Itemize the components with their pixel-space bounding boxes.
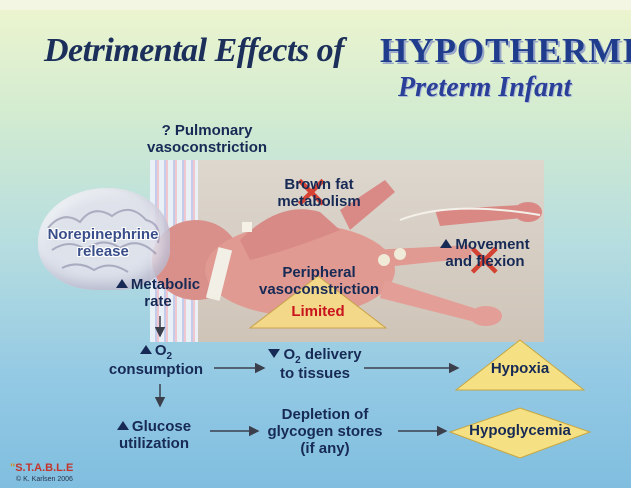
o2-subscript: 2	[167, 351, 173, 362]
o2-delivery-subscript: 2	[295, 355, 301, 366]
movement-and-flexion: Movement and flexion	[426, 236, 544, 270]
metabolic-line-1: Metabolic	[131, 276, 200, 293]
decrease-arrow-icon	[268, 349, 280, 358]
limited-label: Limited	[276, 303, 360, 320]
pulmonary-line-2: vasoconstriction	[134, 139, 280, 156]
movement-line-1: Movement	[455, 236, 529, 253]
brown-fat-line-1: Brown fat	[268, 176, 370, 193]
o2-symbol: O	[155, 342, 167, 359]
increase-arrow-icon	[117, 421, 129, 430]
movement-line-2: and flexion	[426, 253, 544, 270]
copyright-text: © K. Karlsen 2006	[16, 476, 73, 483]
increase-arrow-icon	[440, 239, 452, 248]
peripheral-line-1: Peripheral	[244, 264, 394, 281]
brown-fat-metabolism: Brown fat metabolism	[268, 176, 370, 210]
o2-delivery-suffix: delivery	[301, 346, 362, 363]
o2-consumption: O2 consumption	[94, 342, 218, 378]
depletion-line-2: glycogen stores	[250, 423, 400, 440]
norepinephrine-line-2: release	[36, 243, 170, 260]
depletion-line-3: (if any)	[250, 440, 400, 457]
hypoxia-label: Hypoxia	[470, 360, 570, 377]
depletion-of-glycogen: Depletion of glycogen stores (if any)	[250, 406, 400, 457]
peripheral-line-2: vasoconstriction	[244, 281, 394, 298]
depletion-line-1: Depletion of	[250, 406, 400, 423]
metabolic-rate: Metabolic rate	[98, 276, 218, 310]
peripheral-vasoconstriction: Peripheral vasoconstriction	[244, 264, 394, 298]
o2-delivery-symbol: O	[283, 346, 295, 363]
pulmonary-vasoconstriction: ? Pulmonary vasoconstriction	[134, 122, 280, 156]
stable-logo: "S.T.A.B.L.E	[10, 462, 73, 474]
glucose-line-1: Glucose	[132, 418, 191, 435]
o2-delivery-line-2: to tissues	[260, 365, 370, 382]
glucose-line-2: utilization	[96, 435, 212, 452]
brown-fat-line-2: metabolism	[268, 193, 370, 210]
o2-consumption-line-2: consumption	[94, 361, 218, 378]
metabolic-line-2: rate	[98, 293, 218, 310]
hypoglycemia-label: Hypoglycemia	[456, 422, 584, 439]
norepinephrine-line-1: Norepinephrine	[36, 226, 170, 243]
increase-arrow-icon	[116, 279, 128, 288]
norepinephrine-release: Norepinephrine release	[36, 226, 170, 260]
o2-delivery-to-tissues: O2 delivery to tissues	[260, 346, 370, 382]
pulmonary-line-1: ? Pulmonary	[134, 122, 280, 139]
logo-text: S.T.A.B.L.E	[15, 462, 73, 474]
glucose-utilization: Glucose utilization	[96, 418, 212, 452]
increase-arrow-icon	[140, 345, 152, 354]
